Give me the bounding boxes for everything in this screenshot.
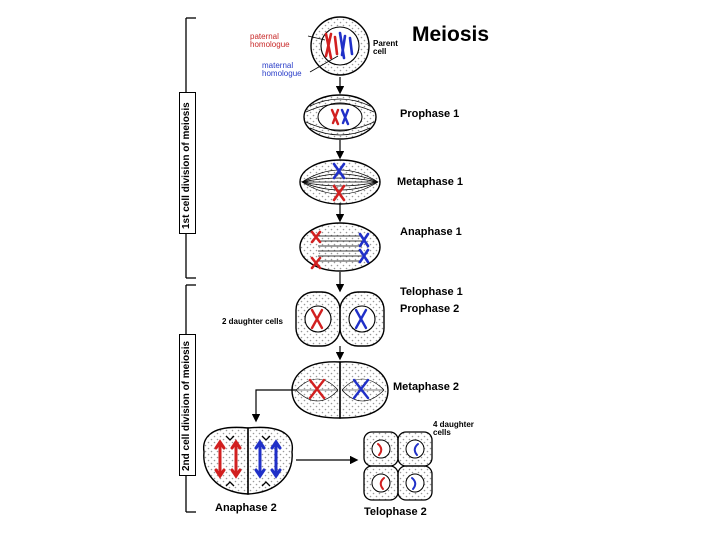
metaphase1-cell (299, 159, 381, 205)
metaphase2-label: Metaphase 2 (393, 381, 460, 393)
telophase1-label: Telophase 1 (400, 286, 463, 298)
second-division-label-box (179, 334, 196, 476)
anaphase1-cell (299, 222, 381, 272)
four-daughter-cells-label: 4 daughter cells (433, 420, 474, 437)
telophase2-cells (363, 431, 433, 501)
telophase2-label: Telophase 2 (364, 506, 427, 518)
parent-cell (307, 16, 370, 76)
flow-arrows (251, 77, 359, 465)
anaphase2-label: Anaphase 2 (215, 502, 277, 514)
prophase1-label: Prophase 1 (400, 108, 460, 120)
first-division-label: 1st cell division of meiosis (181, 102, 192, 229)
first-division-label-box (179, 92, 196, 234)
prophase1-cell (303, 94, 377, 140)
parent-cell-label: Parent cell (373, 39, 398, 56)
second-division-label: 2nd cell division of meiosis (181, 340, 192, 471)
metaphase2-cells (291, 361, 389, 419)
anaphase2-cells (202, 426, 294, 495)
prophase2-label: Prophase 2 (400, 303, 460, 315)
anaphase1-label: Anaphase 1 (400, 226, 462, 238)
metaphase1-label: Metaphase 1 (397, 176, 464, 188)
two-daughter-cells-label: 2 daughter cells (222, 317, 283, 326)
telophase1-cells (295, 291, 385, 347)
paternal-homologue-label: paternal homologue (250, 32, 290, 49)
maternal-homologue-label: maternal homologue (262, 61, 302, 78)
page-title: Meiosis (412, 23, 490, 46)
